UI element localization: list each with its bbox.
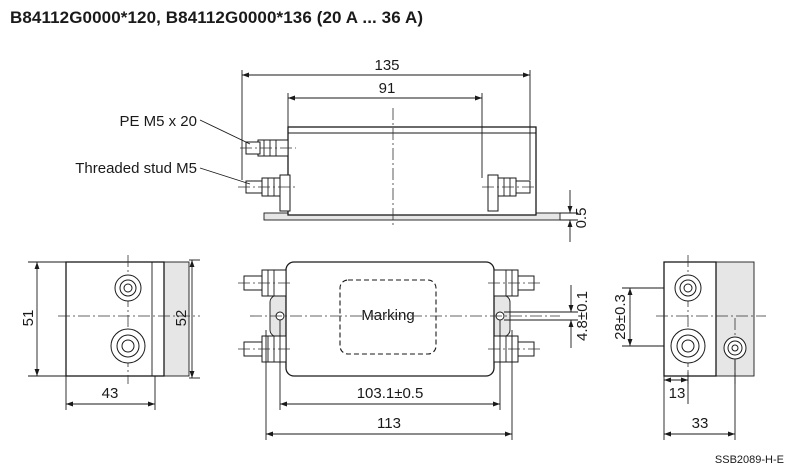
- dim-flange-length: 113: [377, 415, 401, 432]
- left-side-view: 51 52 43: [20, 255, 200, 410]
- dim-end-width: 33: [692, 415, 709, 432]
- plan-view: Marking: [238, 261, 591, 440]
- dim-flange-thickness: 0.5: [573, 208, 590, 229]
- dim-hole-spacing: 103.1±0.5: [357, 385, 424, 402]
- side-lower-stud-icon: [110, 328, 146, 364]
- marking-area: [339, 279, 437, 355]
- label-pe: PE M5 x 20: [119, 113, 197, 130]
- dim-end-terminal-offset: 13: [669, 385, 686, 402]
- dim-hole-offset: 4.8±0.1: [574, 291, 591, 341]
- end-view: 28±0.3 13 33: [612, 255, 766, 440]
- dim-side-height: 51: [20, 310, 37, 327]
- front-view: 135 91 0.5 PE M5 x 20 Threaded stud M5: [75, 57, 590, 242]
- plan-left-upper-terminal-icon: [238, 269, 292, 297]
- dim-housing-length: 91: [379, 80, 396, 97]
- pe-stud-icon: [240, 139, 296, 157]
- dim-overall-length: 135: [374, 57, 399, 74]
- end-lower-stud-icon: [670, 328, 706, 364]
- side-upper-stud-icon: [114, 274, 142, 302]
- front-housing: [287, 126, 537, 216]
- label-marking: Marking: [361, 307, 414, 324]
- end-upper-stud-icon: [674, 274, 702, 302]
- end-pe-stud-icon: [723, 336, 747, 360]
- plan-right-upper-terminal-icon: [488, 269, 540, 297]
- page-title: B84112G0000*120, B84112G0000*136 (20 A .…: [10, 8, 424, 27]
- left-terminal-stud-icon: [238, 174, 296, 212]
- dim-terminal-spacing: 28±0.3: [612, 294, 629, 340]
- plan-housing: [285, 261, 495, 377]
- drawing-reference: SSB2089-H-E: [714, 454, 784, 466]
- dim-side-width: 43: [102, 385, 119, 402]
- side-housing: [65, 261, 165, 377]
- plan-right-lower-terminal-icon: [488, 335, 540, 363]
- label-threaded-stud: Threaded stud M5: [75, 160, 197, 177]
- right-terminal-stud-icon: [482, 174, 536, 212]
- plan-left-lower-terminal-icon: [238, 335, 292, 363]
- dim-side-flange-height: 52: [173, 310, 190, 327]
